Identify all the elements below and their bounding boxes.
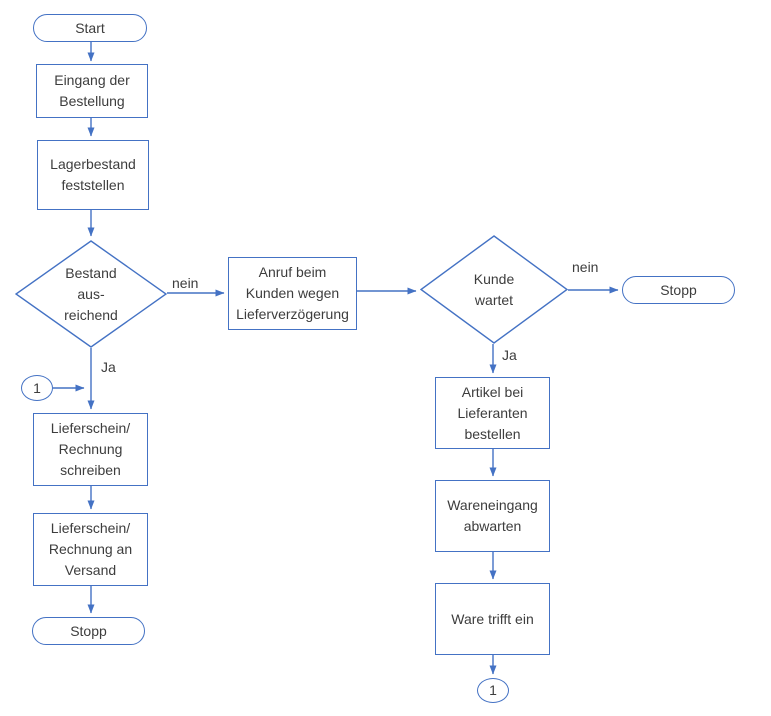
- node-call-customer: Anruf beim Kunden wegen Lieferverzögerun…: [228, 257, 357, 330]
- node-goods-arrive-label: Ware trifft ein: [451, 610, 534, 627]
- node-stop-left: Stopp: [32, 617, 145, 645]
- node-order-received-label: Eingang der Bestellung: [54, 72, 130, 109]
- node-start-label: Start: [75, 19, 105, 36]
- edge-label-ja-left: Ja: [100, 359, 117, 375]
- node-order-from-supplier-label: Artikel bei Lieferanten bestellen: [457, 383, 528, 442]
- node-call-customer-label: Anruf beim Kunden wegen Lieferverzögerun…: [236, 264, 349, 322]
- connector-1-right: 1: [477, 678, 509, 703]
- node-stop-left-label: Stopp: [70, 622, 107, 639]
- edge-label-nein-right: nein: [571, 259, 600, 275]
- decision-customer-waits: Kunde wartet: [420, 235, 568, 344]
- node-await-goods-label: Wareneingang abwarten: [447, 497, 538, 534]
- node-stop-right-label: Stopp: [660, 281, 697, 298]
- connector-1-right-label: 1: [489, 682, 497, 698]
- node-check-stock-label: Lagerbestand feststellen: [50, 156, 136, 193]
- edge-label-ja-right: Ja: [501, 347, 518, 363]
- node-check-stock: Lagerbestand feststellen: [37, 140, 149, 210]
- node-stop-right: Stopp: [622, 276, 735, 304]
- node-goods-arrive: Ware trifft ein: [435, 583, 550, 655]
- decision-stock-sufficient-label: Bestand aus- reichend: [64, 264, 118, 323]
- node-write-invoice-label: Lieferschein/ Rechnung schreiben: [50, 420, 131, 478]
- node-await-goods: Wareneingang abwarten: [435, 480, 550, 552]
- node-start: Start: [33, 14, 147, 42]
- diamond-shape: [15, 240, 167, 348]
- edge-label-nein-left: nein: [171, 275, 200, 291]
- diamond-shape: [420, 235, 568, 344]
- node-invoice-to-shipping: Lieferschein/ Rechnung an Versand: [33, 513, 148, 586]
- connector-1-left: 1: [21, 375, 53, 401]
- node-order-from-supplier: Artikel bei Lieferanten bestellen: [435, 377, 550, 449]
- connector-1-left-label: 1: [33, 379, 41, 396]
- node-invoice-to-shipping-label: Lieferschein/ Rechnung an Versand: [48, 520, 133, 578]
- decision-customer-waits-label: Kunde wartet: [473, 270, 515, 308]
- node-write-invoice: Lieferschein/ Rechnung schreiben: [33, 413, 148, 486]
- node-order-received: Eingang der Bestellung: [36, 64, 148, 118]
- decision-stock-sufficient: Bestand aus- reichend: [15, 240, 167, 348]
